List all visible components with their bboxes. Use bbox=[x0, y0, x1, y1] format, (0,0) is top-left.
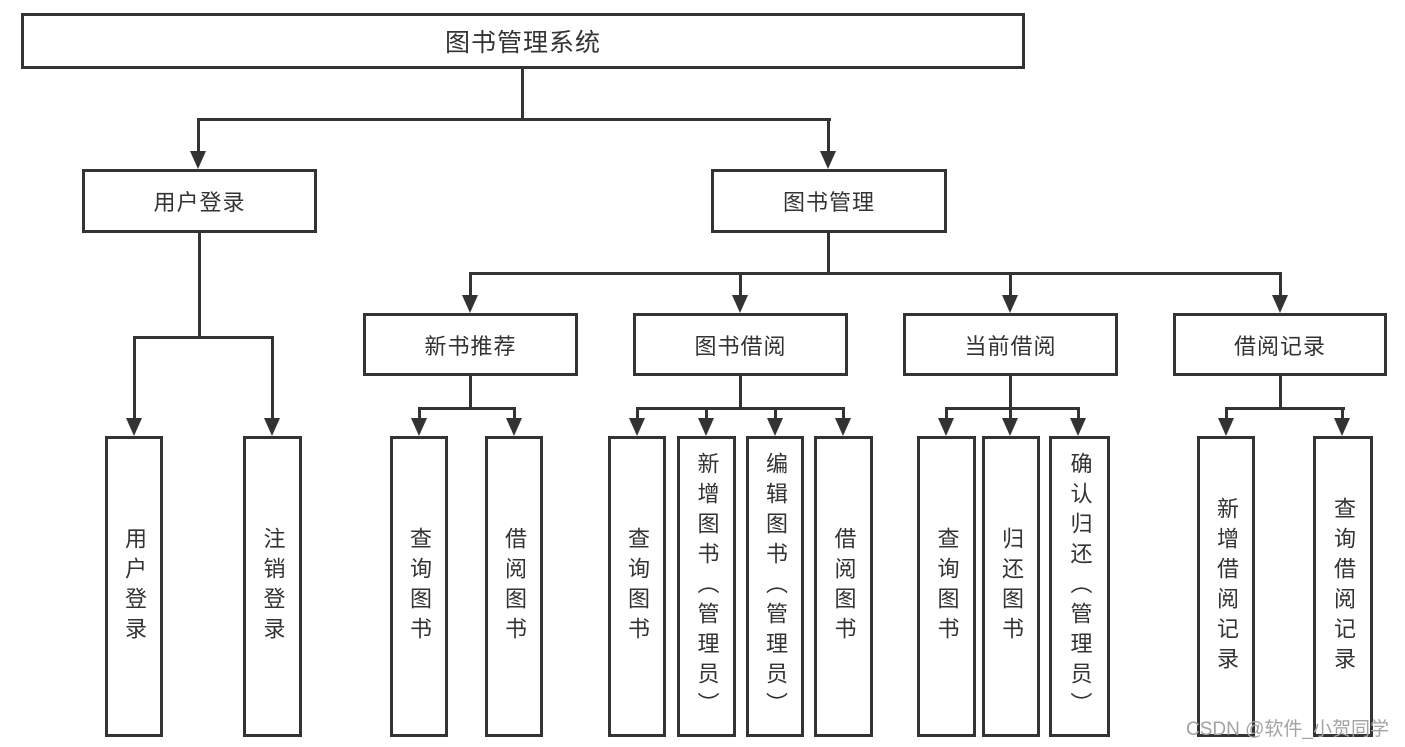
csdn-watermark: CSDN @软件_小贺同学 bbox=[1186, 719, 1389, 740]
connector-userlogin-rail bbox=[133, 336, 274, 339]
leaf-current-confirm-return-admin: 确认归还（管理员） bbox=[1049, 436, 1110, 737]
leaf-borrow-add-book-admin: 新增图书（管理员） bbox=[677, 436, 736, 737]
connector-record-rail bbox=[1225, 407, 1345, 410]
connector-userlogin-stem bbox=[198, 233, 201, 337]
connector-drop-record-query bbox=[1341, 407, 1344, 421]
arrowhead-newrec-borrow bbox=[506, 418, 522, 436]
node-library-management-system: 图书管理系统 bbox=[21, 13, 1025, 69]
arrowhead-current-return bbox=[1002, 418, 1018, 436]
node-current-borrow: 当前借阅 bbox=[903, 313, 1118, 376]
arrowhead-newrec-query bbox=[411, 418, 427, 436]
arrowhead-user-login bbox=[190, 151, 206, 169]
arrowhead-leaf-login bbox=[126, 418, 142, 436]
connector-root-stem bbox=[521, 69, 524, 118]
arrowhead-record bbox=[1272, 295, 1288, 313]
connector-drop-leaf-logout bbox=[271, 336, 274, 420]
arrowhead-borrow-add bbox=[698, 418, 714, 436]
node-book-borrow: 图书借阅 bbox=[633, 313, 848, 376]
connector-current-stem bbox=[1009, 376, 1012, 410]
connector-drop-record bbox=[1279, 272, 1282, 297]
connector-root-rail bbox=[197, 118, 831, 121]
connector-current-rail bbox=[945, 407, 1080, 410]
connector-bookmgmt-rail bbox=[469, 272, 1281, 275]
connector-drop-record-add bbox=[1225, 407, 1228, 421]
leaf-newrec-query-book: 查询图书 bbox=[390, 436, 448, 737]
node-book-management: 图书管理 bbox=[711, 169, 947, 233]
arrowhead-borrow-borrow bbox=[835, 418, 851, 436]
connector-drop-newrec-borrow bbox=[513, 407, 516, 421]
arrowhead-new-rec bbox=[462, 295, 478, 313]
leaf-record-add-record: 新增借阅记录 bbox=[1197, 436, 1255, 737]
arrowhead-borrow bbox=[732, 295, 748, 313]
connector-drop-borrow bbox=[739, 272, 742, 297]
arrowhead-current bbox=[1002, 295, 1018, 313]
connector-borrow-stem bbox=[739, 376, 742, 410]
connector-drop-leaf-login bbox=[133, 336, 136, 420]
connector-drop-borrow-query bbox=[636, 407, 639, 421]
connector-newrec-stem bbox=[469, 376, 472, 410]
connector-drop-current-return bbox=[1009, 407, 1012, 421]
leaf-borrow-edit-book-admin: 编辑图书（管理员） bbox=[746, 436, 804, 737]
arrowhead-current-query bbox=[938, 418, 954, 436]
node-user-login: 用户登录 bbox=[82, 169, 317, 233]
leaf-current-query-book: 查询图书 bbox=[917, 436, 976, 737]
connector-newrec-rail bbox=[418, 407, 516, 410]
leaf-current-return-book: 归还图书 bbox=[982, 436, 1040, 737]
connector-borrow-rail bbox=[636, 407, 845, 410]
arrowhead-record-add bbox=[1218, 418, 1234, 436]
node-borrow-record: 借阅记录 bbox=[1173, 313, 1387, 376]
connector-drop-user-login bbox=[197, 118, 200, 153]
arrowhead-borrow-edit bbox=[767, 418, 783, 436]
connector-drop-borrow-borrow bbox=[842, 407, 845, 421]
connector-record-stem bbox=[1279, 376, 1282, 410]
connector-drop-current bbox=[1009, 272, 1012, 297]
connector-drop-new-rec bbox=[469, 272, 472, 297]
connector-drop-borrow-add bbox=[705, 407, 708, 421]
arrowhead-current-confirm bbox=[1070, 418, 1086, 436]
leaf-borrow-borrow-book: 借阅图书 bbox=[814, 436, 873, 737]
connector-drop-newrec-query bbox=[418, 407, 421, 421]
arrowhead-leaf-logout bbox=[264, 418, 280, 436]
connector-drop-current-query bbox=[945, 407, 948, 421]
connector-drop-book-mgmt bbox=[827, 118, 830, 153]
connector-bookmgmt-stem bbox=[827, 233, 830, 274]
arrowhead-borrow-query bbox=[629, 418, 645, 436]
node-new-book-recommend: 新书推荐 bbox=[363, 313, 578, 376]
leaf-borrow-query-book: 查询图书 bbox=[608, 436, 666, 737]
connector-drop-current-confirm bbox=[1077, 407, 1080, 421]
connector-drop-borrow-edit bbox=[774, 407, 777, 421]
leaf-user-login: 用户登录 bbox=[105, 436, 163, 737]
arrowhead-book-mgmt bbox=[820, 151, 836, 169]
arrowhead-record-query bbox=[1334, 418, 1350, 436]
leaf-record-query-record: 查询借阅记录 bbox=[1313, 436, 1373, 737]
leaf-logout: 注销登录 bbox=[243, 436, 302, 737]
leaf-newrec-borrow-book: 借阅图书 bbox=[485, 436, 543, 737]
